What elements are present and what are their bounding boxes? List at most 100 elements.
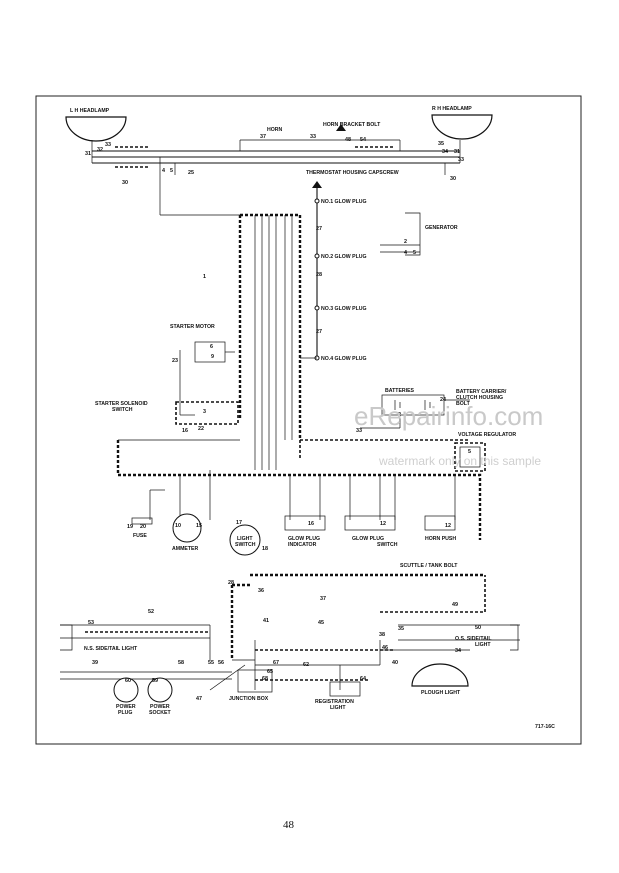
label-rh-headlamp: R H HEADLAMP — [432, 106, 472, 112]
label-batteries: BATTERIES — [385, 388, 415, 394]
wire-number: 34 — [455, 648, 461, 654]
label-os-side-tail-2: LIGHT — [475, 642, 491, 648]
wire-number: 64 — [360, 676, 366, 682]
label-scuttle: SCUTTLE / TANK BOLT — [400, 563, 458, 569]
wire-number: 15 — [196, 523, 202, 529]
starter-motor-symbol — [179, 341, 235, 415]
wire-number: 28 — [228, 580, 234, 586]
label-power-plug-2: PLUG — [118, 710, 132, 716]
label-figure-code: 717-16C — [535, 724, 555, 730]
label-battery-carrier-3: BOLT — [456, 401, 471, 407]
label-junction-box: JUNCTION BOX — [229, 696, 269, 702]
label-lh-headlamp: L H HEADLAMP — [70, 108, 110, 114]
fuse-symbol — [131, 517, 153, 525]
wire-number: 10 — [175, 523, 181, 529]
horn-bracket-symbol — [336, 124, 346, 131]
wire-number: 67 — [273, 660, 279, 666]
wire-number: 48 — [345, 137, 351, 143]
label-horn: HORN — [267, 127, 283, 133]
wire-number-labels: 37 33 48 54 31 32 33 35 34 31 33 30 30 4… — [85, 134, 481, 702]
main-harness — [238, 213, 302, 440]
ns-side-tail-symbol — [60, 624, 73, 651]
label-registration-2: LIGHT — [330, 705, 346, 711]
power-socket-symbol — [147, 677, 173, 703]
watermark-note: watermark only on this sample — [378, 454, 541, 468]
label-ammeter: AMMETER — [172, 546, 198, 552]
label-battery-carrier-2: CLUTCH HOUSING — [456, 395, 503, 401]
label-fuse: FUSE — [133, 533, 147, 539]
harness-branch — [299, 439, 470, 460]
label-plough-light: PLOUGH LIGHT — [421, 690, 461, 696]
wire-number: 49 — [452, 602, 458, 608]
generator-symbol — [380, 212, 421, 256]
wire-number: 22 — [198, 426, 204, 432]
wire-number: 68 — [262, 676, 268, 682]
glow-plug-chain — [300, 188, 320, 361]
label-starter-solenoid-2: SWITCH — [112, 407, 133, 413]
wire-number: 4 — [404, 250, 407, 256]
label-horn-bracket-bolt: HORN BRACKET BOLT — [323, 122, 381, 128]
label-glow2: NO.2 GLOW PLUG — [321, 254, 367, 260]
wire-number: 33 — [356, 428, 362, 434]
wire-number: 19 — [127, 524, 133, 530]
wire-number: 35 — [398, 626, 404, 632]
wire-number: 16 — [308, 521, 314, 527]
wire-number: 20 — [140, 524, 146, 530]
label-ns-side-tail: N.S. SIDE/TAIL LIGHT — [84, 646, 138, 652]
label-glow4: NO.4 GLOW PLUG — [321, 356, 367, 362]
wire-number: 25 — [188, 170, 194, 176]
wire-number: 12 — [445, 523, 451, 529]
wire-number: 1 — [203, 274, 206, 280]
rh-headlamp-symbol — [431, 114, 493, 140]
wire-number: 47 — [196, 696, 202, 702]
wire-number: 31 — [85, 151, 91, 157]
front-harness — [91, 139, 461, 215]
label-generator: GENERATOR — [425, 225, 458, 231]
wire-number: 5 — [468, 449, 471, 455]
registration-light-symbol — [329, 681, 361, 697]
label-starter-solenoid-1: STARTER SOLENOID — [95, 401, 148, 407]
wire-number: 9 — [211, 354, 214, 360]
label-power-socket-1: POWER — [150, 704, 170, 710]
label-registration-1: REGISTRATION — [315, 699, 354, 705]
rear-harness — [60, 573, 520, 691]
wire-number: 32 — [97, 147, 103, 153]
wire-number: 27 — [316, 226, 322, 232]
wire-number: 16 — [182, 428, 188, 434]
wire-number: 52 — [148, 609, 154, 615]
wire-number: 58 — [178, 660, 184, 666]
wire-number: 33 — [458, 157, 464, 163]
watermark-site: eRepairinfo.com — [354, 401, 543, 431]
wire-number: 36 — [258, 588, 264, 594]
label-glow-indicator-2: INDICATOR — [288, 542, 317, 548]
ammeter-symbol — [172, 513, 202, 543]
wire-number: 4 — [162, 168, 165, 174]
wire-number: 24 — [440, 397, 446, 403]
wire-number: 2 — [404, 239, 407, 245]
label-voltage-regulator: VOLTAGE REGULATOR — [458, 432, 516, 438]
os-side-tail-symbol — [510, 624, 519, 651]
label-thermostat: THERMOSTAT HOUSING CAPSCREW — [306, 170, 399, 176]
harness-wires — [160, 214, 293, 470]
wire-number: 30 — [450, 176, 456, 182]
plough-light-symbol — [411, 663, 469, 687]
wire-number: 35 — [438, 141, 444, 147]
label-power-socket-2: SOCKET — [149, 710, 171, 716]
wire-number: 27 — [316, 329, 322, 335]
starter-solenoid-symbol — [175, 401, 239, 425]
wire-number: 12 — [380, 521, 386, 527]
label-horn-push: HORN PUSH — [425, 536, 456, 542]
wire-number: 62 — [303, 662, 309, 668]
voltage-regulator-symbol — [454, 442, 486, 472]
label-starter-motor: STARTER MOTOR — [170, 324, 215, 330]
wire-number: 53 — [88, 620, 94, 626]
wire-number: 34 — [442, 149, 448, 155]
wire-number: 45 — [318, 620, 324, 626]
wire-number: 6 — [210, 344, 213, 350]
light-switch-symbol — [229, 524, 261, 556]
label-glow-indicator-1: GLOW PLUG — [288, 536, 320, 542]
batteries-symbol — [360, 394, 470, 429]
horn-push-symbol — [424, 515, 456, 531]
wire-number: 23 — [172, 358, 178, 364]
wire-number: 38 — [379, 632, 385, 638]
